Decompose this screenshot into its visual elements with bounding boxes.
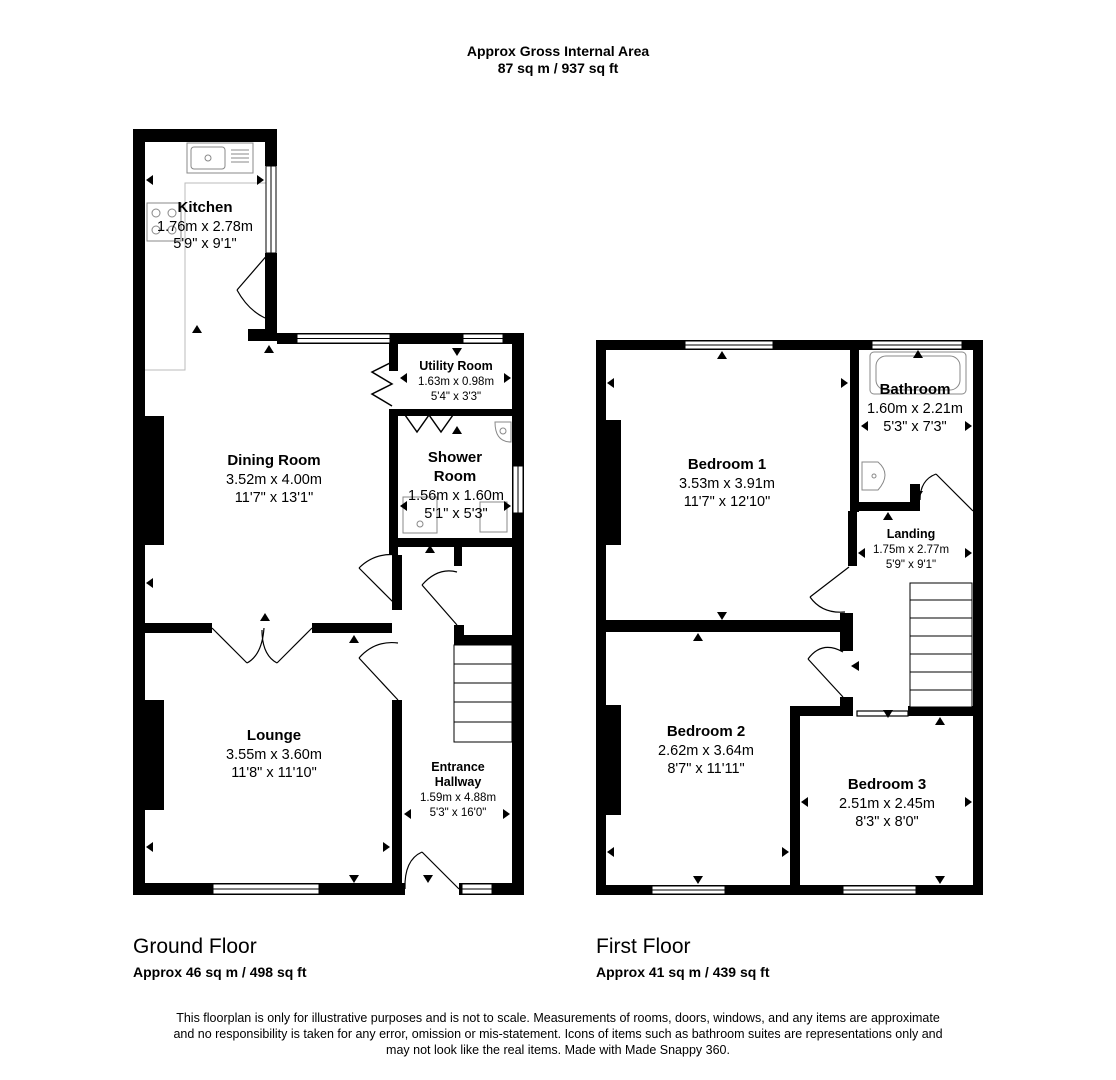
lounge-metric: 3.55m x 3.60m: [226, 747, 322, 763]
dimension-arrows-first: [607, 350, 972, 884]
ground-floor-plan: [133, 129, 524, 895]
kitchen-metric: 1.76m x 2.78m: [157, 219, 253, 235]
windows-ground: [212, 165, 524, 895]
first-floor-area: Approx 41 sq m / 439 sq ft: [596, 964, 770, 980]
dining-metric: 3.52m x 4.00m: [226, 472, 322, 488]
hallway-metric: 1.59m x 4.88m: [420, 792, 496, 804]
bedroom1-imperial: 11'7" x 12'10": [684, 494, 771, 510]
kitchen-label: Kitchen: [177, 199, 232, 216]
stairs-first: [909, 582, 973, 708]
shower-imperial: 5'1" x 5'3": [424, 506, 487, 522]
bedroom2-imperial: 8'7" x 11'11": [667, 761, 744, 777]
disclaimer: This floorplan is only for illustrative …: [120, 1010, 996, 1058]
bedroom1-label: Bedroom 1: [688, 456, 766, 473]
kitchen-imperial: 5'9" x 9'1": [173, 236, 236, 252]
lounge-label: Lounge: [247, 727, 301, 744]
bathroom-imperial: 5'3" x 7'3": [883, 419, 946, 435]
hallway-label-line1: Entrance: [431, 760, 485, 774]
dimension-arrows-ground: [146, 175, 511, 883]
disclaimer-line-3: may not look like the real items. Made w…: [386, 1043, 730, 1057]
first-floor-title: First Floor: [596, 935, 691, 958]
first-floor-walls: [596, 340, 983, 895]
hallway-label-line2: Hallway: [435, 775, 482, 789]
disclaimer-line-2: and no responsibility is taken for any e…: [173, 1027, 943, 1041]
utility-label: Utility Room: [419, 359, 493, 373]
hob-icon: [146, 202, 182, 242]
first-floor-plan: [596, 340, 983, 895]
ground-floor-title: Ground Floor: [133, 935, 257, 958]
stairs-ground: [453, 644, 513, 743]
disclaimer-line-1: This floorplan is only for illustrative …: [176, 1011, 940, 1025]
kitchen-counter: [144, 182, 270, 371]
utility-metric: 1.63m x 0.98m: [418, 376, 494, 388]
doors-first: [807, 473, 974, 717]
bathroom-label: Bathroom: [880, 381, 951, 398]
area-total: 87 sq m / 937 sq ft: [497, 60, 619, 76]
windows-first: [651, 340, 963, 895]
bathroom-metric: 1.60m x 2.21m: [867, 401, 963, 417]
bedroom2-label: Bedroom 2: [667, 723, 745, 740]
bedroom3-imperial: 8'3" x 8'0": [855, 814, 918, 830]
landing-metric: 1.75m x 2.77m: [873, 544, 949, 556]
utility-imperial: 5'4" x 3'3": [431, 391, 481, 403]
bedroom2-metric: 2.62m x 3.64m: [658, 743, 754, 759]
shower-label-line2: Room: [434, 468, 477, 485]
landing-label: Landing: [887, 527, 936, 541]
landing-imperial: 5'9" x 9'1": [886, 559, 936, 571]
lounge-imperial: 11'8" x 11'10": [231, 765, 316, 781]
bedroom3-metric: 2.51m x 2.45m: [839, 796, 935, 812]
shower-fixtures: [402, 421, 512, 534]
shower-metric: 1.56m x 1.60m: [408, 488, 504, 504]
doors-ground: [211, 252, 460, 890]
bedroom1-metric: 3.53m x 3.91m: [679, 476, 775, 492]
ground-floor-walls: [133, 129, 524, 895]
ground-floor-area: Approx 46 sq m / 498 sq ft: [133, 964, 307, 980]
shower-label-line1: Shower: [428, 449, 482, 466]
area-title: Approx Gross Internal Area: [466, 43, 650, 59]
sink-icon: [186, 142, 254, 174]
bedroom3-label: Bedroom 3: [848, 776, 926, 793]
hallway-imperial: 5'3" x 16'0": [430, 807, 487, 819]
dining-label: Dining Room: [227, 452, 320, 469]
dining-imperial: 11'7" x 13'1": [235, 490, 313, 506]
